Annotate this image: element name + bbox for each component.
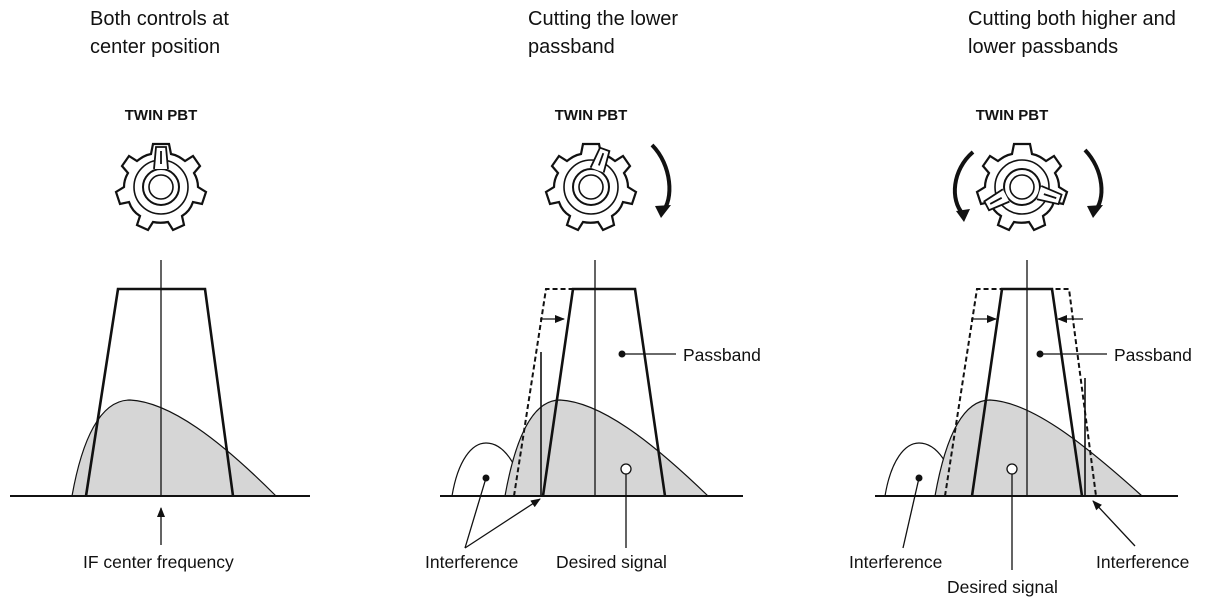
panel-2-interference-arrow: [464, 498, 541, 549]
panel-3-interference-left-label: Interference: [849, 552, 943, 572]
panel-1-title: Both controls at center position: [90, 8, 229, 58]
panel-2-passband-label: Passband: [683, 345, 761, 365]
panel-3-title: Cutting both higher and lower passbands: [968, 8, 1176, 58]
panel-3-passband-dot: [1036, 350, 1044, 358]
panel-3-interference-right-label: Interference: [1096, 552, 1190, 572]
panel-3-rotate-clockwise-arrow-icon: [1083, 148, 1104, 214]
panel-1-if-center-label: IF center frequency: [83, 552, 234, 572]
panel-1-knob-label: TWIN PBT: [124, 107, 198, 124]
panel-2-interference-label: Interference: [425, 552, 519, 572]
panel-3-desired-dot: [1006, 463, 1018, 475]
panel-2-desired-signal-label: Desired signal: [556, 552, 667, 572]
panel-3-rotate-counterclockwise-arrow-icon: [952, 150, 975, 216]
panel-3-knob-label: TWIN PBT: [975, 107, 1049, 124]
panel-2-passband-trapezoid: [541, 287, 667, 497]
panel-2-title: Cutting the lower passband: [528, 8, 679, 58]
panel-3-passband-label: Passband: [1114, 345, 1192, 365]
panel-2-original-passband-dashed: [513, 288, 573, 497]
panel-3-knob-icon: [975, 142, 1069, 232]
panel-2-knob-icon: [544, 142, 638, 232]
panel-2-rotate-clockwise-arrow-icon: [650, 143, 672, 214]
panel-2-desired-signal-curve: [504, 399, 710, 497]
panel-3-desired-signal-curve: [934, 399, 1144, 497]
panel-3-original-passband-dashed: [944, 288, 1097, 497]
panel-3-interference-right-arrow: [1092, 500, 1136, 547]
panel-3-desired-signal-label: Desired signal: [947, 577, 1058, 597]
panel-2-passband-dot: [618, 350, 626, 358]
panel-3-right-arrowhead: [1087, 205, 1103, 218]
panel-3-left-arrowhead: [956, 209, 970, 222]
panel-2-knob-label: TWIN PBT: [554, 107, 628, 124]
panel-2-interference-leader: [464, 477, 487, 549]
panel-1-desired-signal-curve: [71, 399, 278, 497]
panel-2-desired-dot: [620, 463, 632, 475]
panel-1-knob-icon: [114, 142, 208, 232]
panel-3-interference-left-leader: [902, 477, 920, 549]
panel-2-rotate-arrowhead: [655, 205, 671, 218]
